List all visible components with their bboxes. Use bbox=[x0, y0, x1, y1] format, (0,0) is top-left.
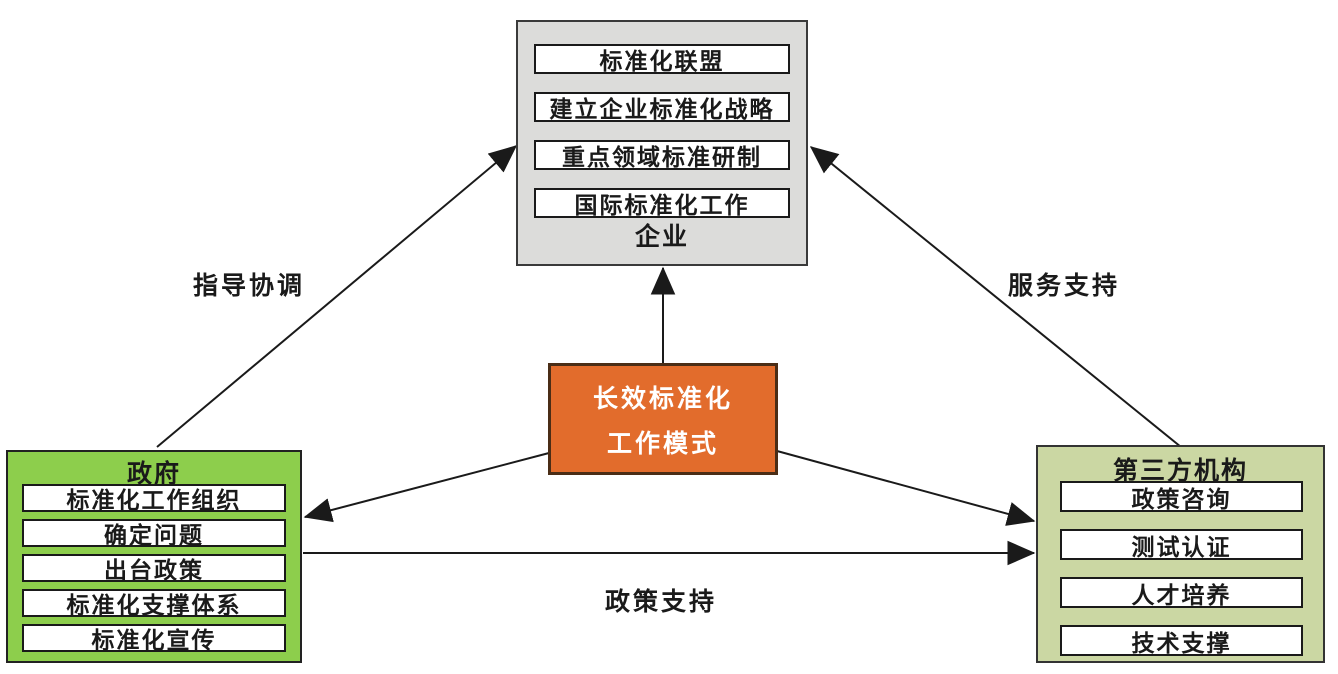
enterprise-item-list: 标准化联盟 建立企业标准化战略 重点领域标准研制 国际标准化工作 bbox=[534, 44, 790, 219]
government-item: 确定问题 bbox=[22, 519, 286, 549]
edge-label-policy: 政策支持 bbox=[605, 587, 718, 616]
government-item: 出台政策 bbox=[22, 554, 286, 584]
government-item-list: 标准化工作组织 确定问题 出台政策 标准化支撑体系 标准化宣传 bbox=[22, 484, 286, 654]
third-party-item-list: 政策咨询 测试认证 人才培养 技术支撑 bbox=[1060, 481, 1303, 657]
government-item: 标准化宣传 bbox=[22, 624, 286, 654]
enterprise-item: 建立企业标准化战略 bbox=[534, 92, 790, 123]
arrow-third-party-to-enterprise bbox=[809, 146, 1182, 448]
enterprise-item: 国际标准化工作 bbox=[534, 188, 790, 219]
third-party-title: 第三方机构 bbox=[1112, 456, 1248, 485]
enterprise-item: 标准化联盟 bbox=[534, 44, 790, 75]
third-party-item: 政策咨询 bbox=[1060, 481, 1303, 513]
arrow-center-to-government bbox=[303, 452, 550, 523]
node-center-work-model: 长效标准化 工作模式 bbox=[548, 363, 778, 475]
node-government: 政府 标准化工作组织 确定问题 出台政策 标准化支撑体系 标准化宣传 bbox=[6, 450, 302, 663]
third-party-item: 人才培养 bbox=[1060, 577, 1303, 609]
edge-label-guidance: 指导协调 bbox=[193, 271, 306, 300]
enterprise-item: 重点领域标准研制 bbox=[534, 140, 790, 171]
government-title: 政府 bbox=[126, 459, 181, 488]
third-party-item: 技术支撑 bbox=[1060, 625, 1303, 657]
arrow-center-to-third-party bbox=[776, 450, 1036, 526]
node-third-party: 第三方机构 政策咨询 测试认证 人才培养 技术支撑 bbox=[1036, 445, 1325, 663]
third-party-item: 测试认证 bbox=[1060, 529, 1303, 561]
center-label-line2: 工作模式 bbox=[606, 428, 719, 458]
enterprise-title: 企业 bbox=[634, 222, 689, 251]
government-item: 标准化支撑体系 bbox=[22, 589, 286, 619]
node-enterprise: 标准化联盟 建立企业标准化战略 重点领域标准研制 国际标准化工作 企业 bbox=[516, 20, 808, 266]
government-item: 标准化工作组织 bbox=[22, 484, 286, 514]
edge-label-service: 服务支持 bbox=[1008, 271, 1121, 300]
center-label-line1: 长效标准化 bbox=[592, 383, 733, 413]
